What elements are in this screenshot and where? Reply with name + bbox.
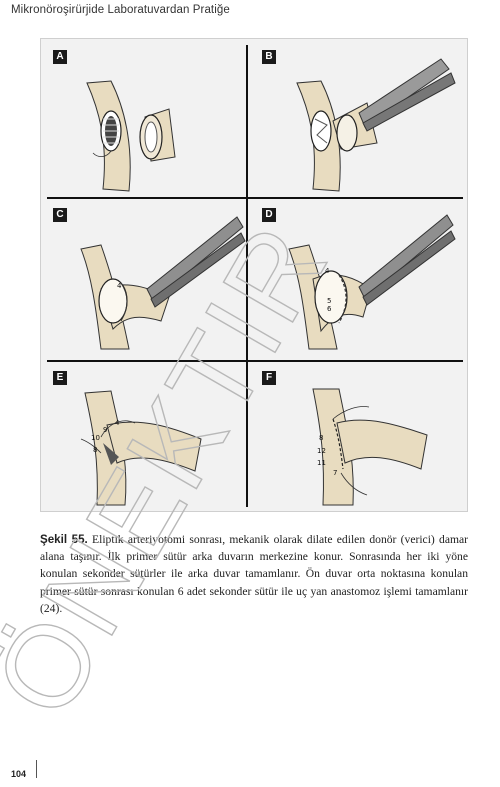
suture-number: 4 [115,419,120,427]
suture-number: 7 [333,469,337,477]
suture-number: 4 [325,267,330,275]
suture-number: 8 [319,434,323,442]
page-number-rule [36,760,37,778]
panel-b-drawing [296,58,456,192]
suture-number: 10 [91,434,100,442]
suture-number: 5 [327,297,331,305]
figure-panel-grid: 4 4 5 6 10 9 4 8 [40,38,468,512]
figure-illustration: 4 4 5 6 10 9 4 8 [47,45,463,507]
panel-label-f: F [262,371,276,385]
panel-label-c: C [53,208,67,222]
suture-number: 6 [327,305,332,313]
panel-label-a: A [53,50,67,64]
panel-a-drawing [86,80,176,192]
panel-e-drawing: 10 9 4 8 [80,390,202,506]
panel-label-d: D [262,208,276,222]
suture-number: 9 [103,426,107,434]
panel-c-drawing: 4 [80,216,246,350]
panel-label-b: B [262,50,276,64]
panel-label-e: E [53,371,67,385]
figure-caption: Şekil 55. Eliptik arteriyotomi sonrası, … [40,531,468,617]
panel-f-drawing: 8 12 11 7 [312,388,428,506]
suture-number: 8 [93,446,97,454]
suture-number: 12 [317,447,326,455]
suture-number: 4 [117,282,122,290]
running-head: Mikronöroşirürjide Laboratuvardan Pratiğ… [11,4,230,16]
panel-d-drawing: 4 5 6 [288,214,456,350]
caption-label: Şekil 55. [40,533,88,546]
page-number: 104 [11,769,27,779]
caption-text: Eliptik arteriyotomi sonrası, mekanik ol… [40,533,468,615]
suture-number: 11 [317,459,326,467]
